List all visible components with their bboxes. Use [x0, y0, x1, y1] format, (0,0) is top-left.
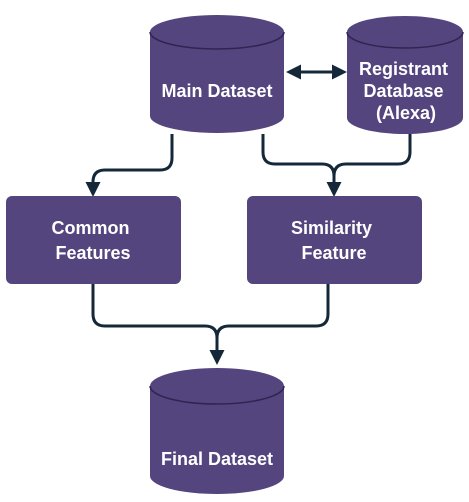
box-shape	[247, 196, 422, 284]
node-label-line: (Alexa)	[376, 103, 436, 123]
cylinder-rim	[346, 31, 464, 49]
edge-similarity-feature-to-final	[215, 284, 330, 339]
node-label-line: Similarity	[291, 218, 372, 238]
node-similarity-feature: Similarity Feature	[247, 196, 422, 284]
node-label-line: Final Dataset	[161, 449, 273, 469]
node-label-line: Registrant	[359, 59, 448, 79]
cylinder-shape	[150, 368, 284, 494]
node-label-line: Database	[363, 81, 443, 101]
node-label: Registrant Database (Alexa)	[359, 59, 453, 123]
cylinder-rim	[149, 31, 285, 50]
edge-common-features-to-final	[91, 284, 225, 365]
node-label-line: Common	[51, 218, 129, 238]
node-label-line: Features	[55, 243, 130, 263]
cylinder-rim	[149, 385, 285, 405]
node-label: Final Dataset	[161, 449, 273, 469]
node-common-features: Common Features	[6, 196, 181, 284]
node-main-dataset: Main Dataset	[149, 15, 285, 133]
node-label: Common Features	[51, 218, 134, 263]
edge-registrant-to-similarity-feature	[332, 134, 412, 177]
connectors	[85, 64, 412, 365]
node-label-line: Main Dataset	[161, 81, 272, 101]
cylinder-shape	[150, 15, 284, 133]
node-registrant-database: Registrant Database (Alexa)	[346, 16, 464, 134]
node-label: Main Dataset	[161, 81, 272, 101]
edge-main-to-similarity-feature	[261, 134, 342, 197]
node-final-dataset: Final Dataset	[149, 368, 285, 494]
node-label: Similarity Feature	[291, 218, 377, 263]
edge-main-to-common-features	[85, 134, 174, 197]
box-shape	[6, 196, 181, 284]
node-label-line: Feature	[301, 243, 366, 263]
